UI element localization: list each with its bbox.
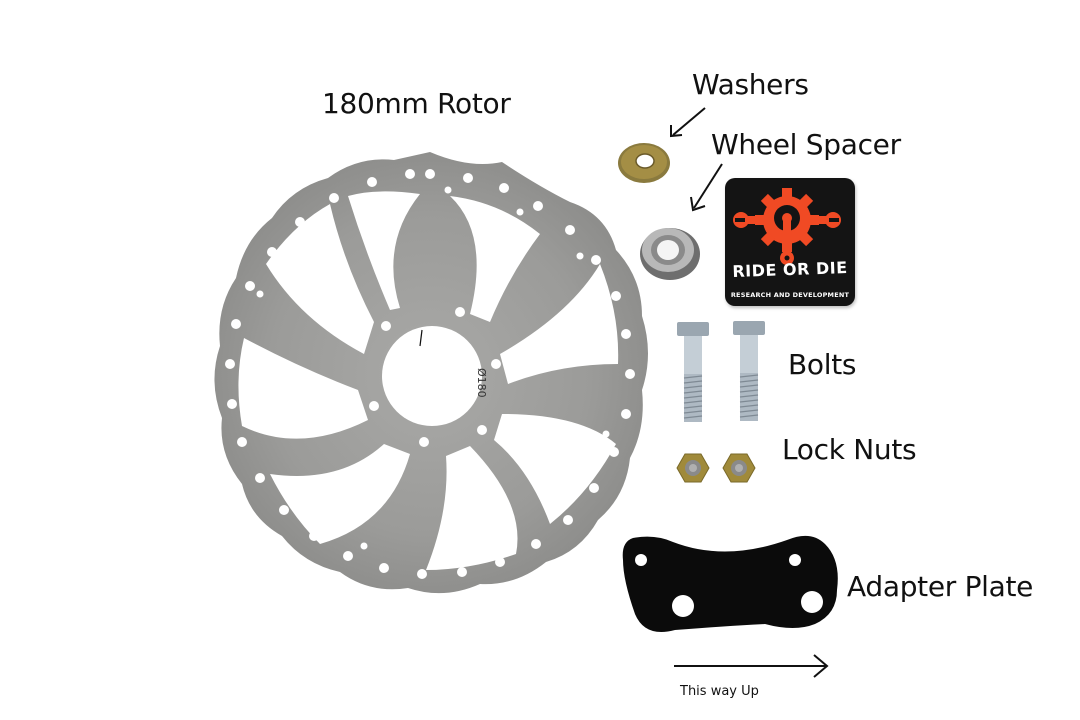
gear-wrench-logo-icon — [733, 188, 841, 265]
adapter-plate-label: Adapter Plate — [847, 570, 1034, 603]
bolts-label: Bolts — [788, 348, 857, 381]
washers-label: Washers — [692, 68, 809, 101]
adapter-plate — [615, 530, 845, 650]
lock-nut-1 — [676, 452, 710, 484]
washer — [614, 140, 674, 186]
washers-arrow-icon — [665, 105, 710, 140]
sticker-brand: RIDE OR DIE — [732, 257, 848, 282]
rotor-engraving: Ø180 — [475, 368, 488, 398]
rotor-label: 180mm Rotor — [322, 87, 511, 120]
bolt-1 — [675, 320, 711, 426]
wheel-spacer-label: Wheel Spacer — [711, 128, 901, 161]
brake-rotor: Ø180 — [212, 150, 648, 598]
brand-sticker: RIDE OR DIE RESEARCH AND DEVELOPMENT — [725, 178, 855, 306]
bolt-2 — [731, 319, 767, 425]
wheel-spacer — [636, 222, 704, 282]
orientation-label: This way Up — [680, 684, 759, 699]
orientation-arrow-icon — [672, 652, 832, 682]
lock-nut-2 — [722, 452, 756, 484]
sticker-tagline: RESEARCH AND DEVELOPMENT — [730, 291, 850, 299]
spacer-arrow-icon — [688, 160, 728, 215]
lock-nuts-label: Lock Nuts — [782, 433, 917, 466]
